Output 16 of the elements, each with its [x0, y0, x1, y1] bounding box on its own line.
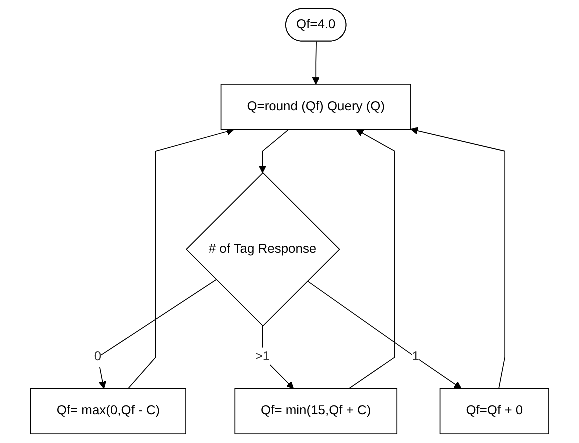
node-diamond: # of Tag Response	[186, 172, 340, 327]
arrow	[128, 128, 234, 390]
edge-label: 1	[412, 349, 419, 364]
arrow	[348, 129, 395, 390]
edge-label: 0	[94, 349, 102, 364]
node-box: Qf= min(15,Qf + C)	[234, 388, 398, 434]
arrow	[262, 326, 294, 390]
arrow	[410, 127, 506, 390]
node-box: Q=round (Qf) Query (Q)	[220, 84, 411, 130]
arrow	[258, 129, 289, 174]
arrow	[97, 279, 216, 390]
arrow	[306, 280, 462, 390]
edge-label: >1	[254, 349, 270, 364]
arrow	[312, 41, 320, 85]
node-box: Qf=Qf + 0	[439, 388, 549, 434]
node-box: Qf= max(0,Qf - C)	[30, 388, 186, 434]
